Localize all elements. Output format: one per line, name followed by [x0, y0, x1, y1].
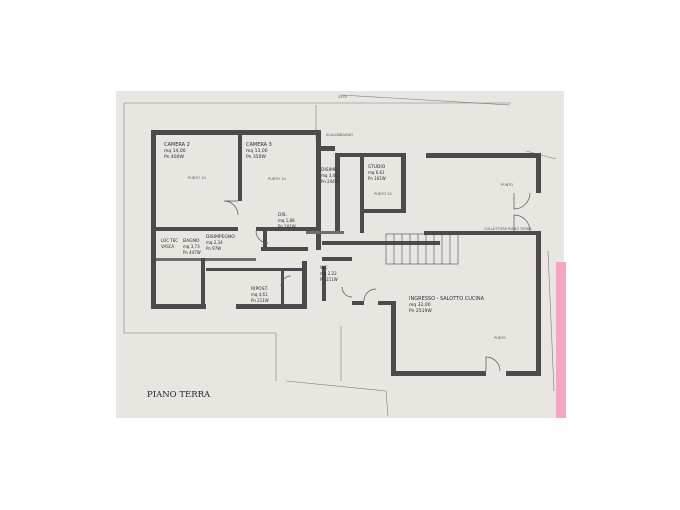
room-power: Pn 400W	[164, 154, 185, 160]
pink-margin-strip	[556, 262, 566, 418]
room-power: Pn 101W	[278, 224, 296, 229]
room-ripost: RIPOST. mq 4,61 Pn 211W	[251, 286, 269, 303]
construction-lines	[123, 94, 557, 417]
door-swings	[223, 192, 531, 372]
scaldabagno-label: SCALDABAGNO	[326, 133, 353, 137]
dimension-label: 2570	[338, 95, 347, 99]
room-name: WC	[320, 265, 328, 271]
floor-plan-drawing: CAMERA 2 mq 14,00 Pn 400W PUNTO 10 CAMER…	[123, 94, 557, 417]
room-name: BAGNO	[183, 238, 200, 244]
room-name: DIS.	[278, 212, 287, 218]
room-name: INGRESSO - SALOTTO CUCINA	[409, 296, 485, 302]
room-area: mq 2,22	[320, 271, 337, 276]
room-bagno: BAGNO mq 3,73 Pn 447W LOC TEC VASCA	[161, 238, 201, 255]
staircase	[385, 233, 459, 265]
walls	[151, 130, 541, 376]
room-area: mq 4,61	[251, 292, 268, 297]
room-name: CAMERA 2	[164, 142, 190, 148]
room-area: mq 2,34	[206, 240, 223, 245]
floor-plan-sheet: CAMERA 2 mq 14,00 Pn 400W PUNTO 10 CAMER…	[116, 91, 564, 418]
room-power: Pn 350W	[246, 154, 267, 160]
room-name: DISIMP.	[321, 167, 337, 173]
room-power: Pn 447W	[183, 250, 201, 255]
collettore-label: COLLETTORE PIANO TERRA	[484, 227, 532, 231]
room-wc: WC mq 2,22 Pn 211W	[320, 265, 338, 282]
room-disimpegno: DISIMPEGNO mq 2,34 Pn 97W	[206, 234, 235, 251]
room-name: STUDIO	[368, 164, 386, 170]
room-floor-tag: PUNTO 10	[268, 177, 286, 181]
room-camera-3: CAMERA 3 mq 13,00 Pn 350W PUNTO 10	[246, 142, 286, 181]
room-disimp: DISIMP. mq 3,40 Pn 244W	[321, 167, 339, 184]
room-ingresso: INGRESSO - SALOTTO CUCINA mq 32,00 Pn 25…	[409, 296, 485, 314]
room-camera-2: CAMERA 2 mq 14,00 Pn 400W PUNTO 10	[164, 142, 206, 180]
room-studio: STUDIO mq 6,61 Pn 161W PUNTO 10	[368, 164, 392, 196]
room-power: Pn 2519W	[409, 308, 432, 314]
room-power: Pn 244W	[321, 179, 339, 184]
room-floor-tag: PUNTO 10	[188, 176, 206, 180]
room-power: Pn 97W	[206, 246, 221, 251]
punto-label: PUNTO	[494, 336, 506, 340]
room-area: mq 14,00	[164, 148, 186, 154]
vasca-label: VASCA	[161, 244, 175, 249]
room-power: Pn 211W	[320, 277, 338, 282]
room-name: DISIMPEGNO	[206, 234, 235, 240]
room-area: mq 1,88	[278, 218, 295, 223]
room-area: mq 32,00	[409, 302, 431, 308]
room-floor-tag: PUNTO 10	[374, 192, 392, 196]
room-dis: DIS. mq 1,88 Pn 101W	[278, 212, 296, 229]
plan-title: PIANO TERRA	[147, 390, 211, 400]
loc-tec-label: LOC TEC	[161, 238, 178, 243]
room-name: RIPOST.	[251, 286, 268, 292]
room-name: CAMERA 3	[246, 142, 272, 148]
room-area: mq 3,73	[183, 244, 200, 249]
room-power: Pn 161W	[368, 176, 386, 181]
room-area: mq 13,00	[246, 148, 268, 154]
room-power: Pn 211W	[251, 298, 269, 303]
room-area: mq 6,61	[368, 170, 385, 175]
punto-label: PUNTO	[501, 183, 513, 187]
room-area: mq 3,40	[321, 173, 338, 178]
